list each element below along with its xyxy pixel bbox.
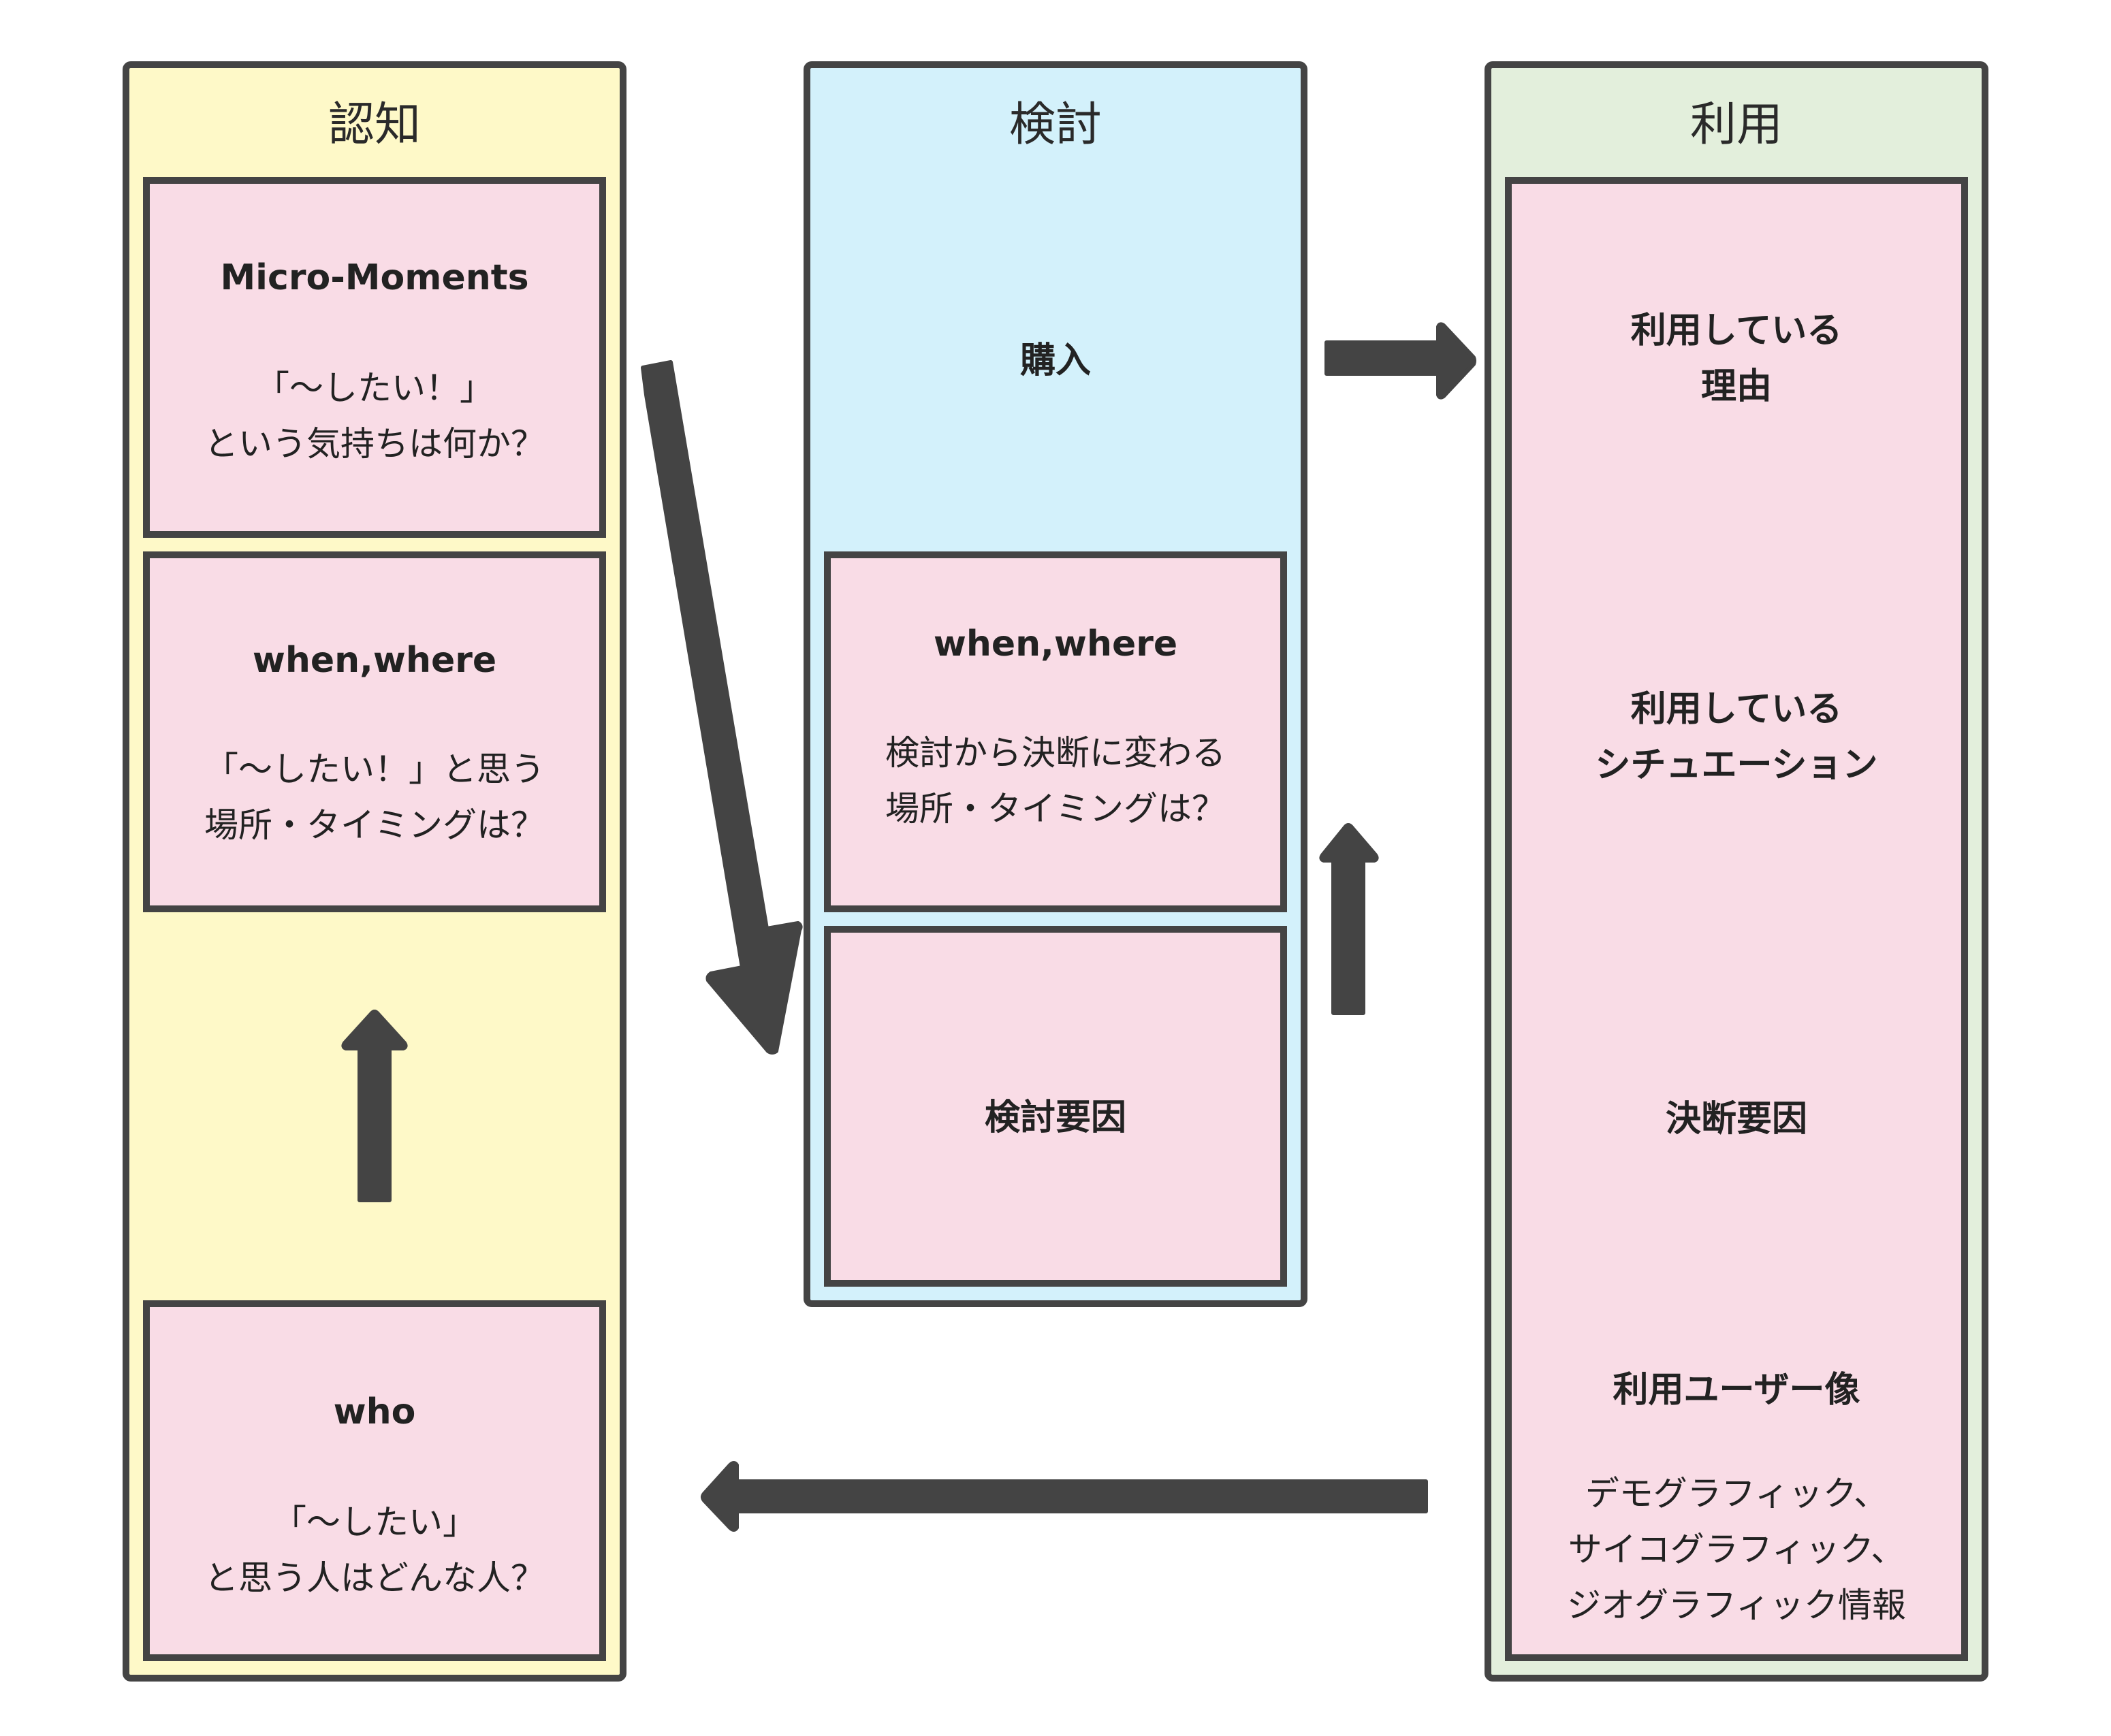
user-persona-line: デモグラフィック、 (1585, 1474, 1888, 1513)
usage-situation-line: 利用している (1630, 689, 1843, 730)
decision-factors: 決断要因 (1665, 1099, 1807, 1140)
usage-reason-line: 利用している (1630, 310, 1843, 351)
usage-reason-line: 理由 (1700, 366, 1772, 407)
card-heading: when,where (252, 640, 497, 681)
card-line: 「〜したい」 (272, 1502, 477, 1542)
usage-to-awareness-arrow (701, 1461, 1428, 1532)
user-persona-heading: 利用ユーザー像 (1613, 1370, 1860, 1411)
card-line: 場所・タイミングは？ (885, 789, 1226, 829)
card-heading: Micro-Moments (220, 257, 529, 298)
usage-situation-line: シチュエーション (1595, 745, 1878, 786)
awareness-to-consideration-arrow (641, 360, 803, 1055)
purchase-label: 購入 (1019, 340, 1091, 381)
card-line: 場所・タイミングは？ (204, 805, 545, 845)
consideration-up-arrow (1319, 823, 1379, 1015)
user-persona-line: ジオグラフィック情報 (1567, 1586, 1906, 1625)
card-consideration-when-where: when,where 検討から決断に変わる 場所・タイミングは？ (824, 551, 1287, 912)
card-line: という気持ちは何か？ (204, 424, 545, 464)
card-awareness-when-where: when,where 「〜したい！」と思う 場所・タイミングは？ (143, 551, 606, 912)
card-heading: when,where (933, 624, 1178, 664)
card-line: 検討から決断に変わる (885, 733, 1226, 773)
card-who: who 「〜したい」 と思う人はどんな人？ (143, 1300, 606, 1661)
card-line: 「〜したい！」と思う (204, 750, 545, 789)
card-line: と思う人はどんな人？ (204, 1558, 545, 1598)
card-usage: 利用している 理由 利用している シチュエーション 決断要因 利用ユーザー像 デ… (1505, 177, 1968, 1661)
user-persona-line: サイコグラフィック、 (1568, 1530, 1905, 1569)
card-heading: 検討要因 (984, 1097, 1126, 1138)
card-heading: who (333, 1392, 416, 1432)
column-title-usage: 利用 (1689, 98, 1783, 152)
column-title-consideration: 検討 (1009, 98, 1102, 152)
purchase-to-usage-arrow (1324, 322, 1476, 400)
card-micro-moments: Micro-Moments 「〜したい！」 という気持ちは何か？ (143, 177, 606, 538)
column-title-awareness: 認知 (328, 98, 421, 152)
card-line: 「〜したい！」 (255, 368, 494, 408)
card-consideration-factors: 検討要因 (824, 926, 1287, 1287)
